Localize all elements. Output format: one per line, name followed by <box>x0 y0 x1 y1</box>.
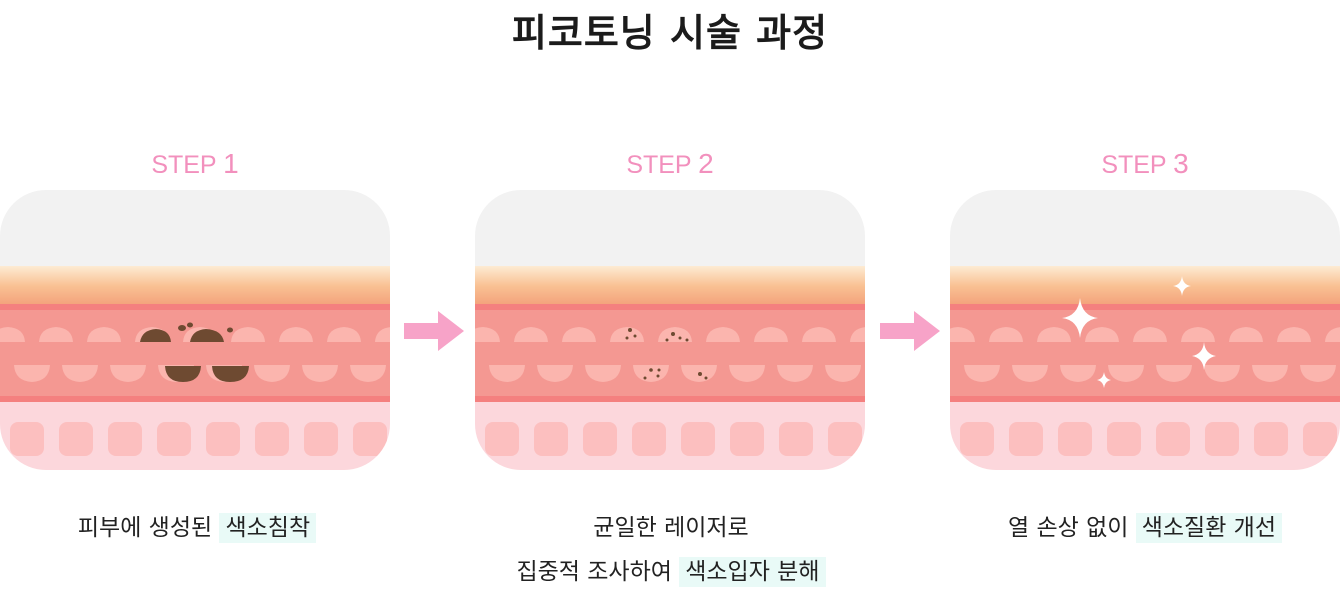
step-1-skin-panel <box>0 190 390 470</box>
step-3-label: STEP 3 <box>1101 148 1189 179</box>
pigment-spot-icon <box>140 322 249 382</box>
page-title: 피코토닝 시술 과정 <box>511 11 829 55</box>
step-1-caption: 피부에 생성된 색소침착 <box>0 506 432 550</box>
step-2-skin-panel <box>475 190 865 470</box>
sparkle-icon <box>1062 276 1216 388</box>
arrow-right-icon <box>404 311 464 351</box>
step-1-label: STEP 1 <box>151 148 239 179</box>
arrow-right-icon <box>880 311 940 351</box>
step-2-label: STEP 2 <box>626 148 714 179</box>
step-3-skin-panel <box>950 190 1340 470</box>
broken-pigment-icon <box>625 328 708 380</box>
step-3-caption: 열 손상 없이 색소질환 개선 <box>910 506 1340 550</box>
step-2-caption: 균일한 레이저로 집중적 조사하여 색소입자 분해 <box>436 506 906 594</box>
